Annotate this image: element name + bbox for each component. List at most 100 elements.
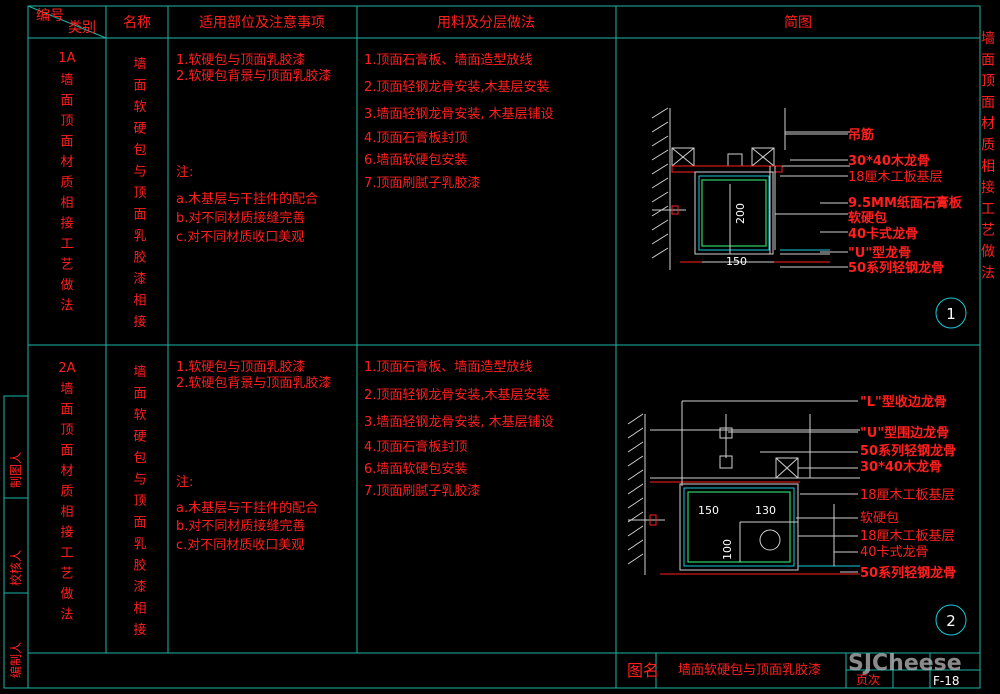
row1-note-2: b.对不同材质接缝完善 — [176, 210, 305, 226]
row1-name-char: 面 — [133, 79, 146, 94]
side-title-char: 法 — [981, 265, 995, 281]
row2-category-char: 质 — [60, 485, 73, 500]
row1-category-char: 顶 — [60, 114, 73, 129]
row2-scope-1: 1.软硬包与顶面乳胶漆 — [176, 359, 305, 375]
row2-category-char: 面 — [60, 444, 73, 459]
row2-category-char: 顶 — [60, 423, 73, 438]
row1-step-6: 6.墙面软硬包安装 — [364, 153, 467, 168]
row2-name-char: 硬 — [133, 430, 146, 445]
row1-note-1: a.木基层与干挂件的配合 — [176, 191, 318, 207]
header-code-label: 编号 — [36, 8, 64, 24]
row2-category-char: 接 — [60, 525, 73, 541]
row1-step-1: 1.顶面石膏板、墙面造型放线 — [364, 52, 532, 68]
row2-label-9: 50系列轻钢龙骨 — [860, 565, 956, 581]
row1-label-3: 18厘木工板基层 — [848, 170, 943, 185]
row2-category-char: 艺 — [60, 567, 73, 582]
row1-name-char: 漆 — [133, 271, 146, 287]
row1-category-char: 接 — [60, 216, 73, 232]
row1-name-char: 与 — [133, 165, 146, 180]
row2-name-char: 相 — [133, 602, 146, 617]
row2-label-8: 40卡式龙骨 — [860, 545, 929, 560]
side-title-char: 材 — [981, 116, 995, 132]
row1-note-3: c.对不同材质收口美观 — [176, 230, 304, 245]
row2-label-5: 18厘木工板基层 — [860, 488, 955, 503]
row1-label-7: "U"型龙骨 — [848, 245, 911, 261]
header-scope-label: 适用部位及注意事项 — [199, 14, 325, 31]
row2-category-char: 工 — [60, 546, 73, 561]
header-sketch-label: 简图 — [784, 14, 812, 31]
side-title-char: 面 — [981, 52, 995, 68]
row1-category-char: 材 — [60, 155, 73, 170]
side-title-char: 做 — [981, 244, 995, 260]
row1-dim-150: 150 — [726, 255, 747, 268]
row2-label-2: "U"型围边龙骨 — [860, 425, 949, 441]
row1-category-char: 做 — [60, 278, 73, 293]
sign-label: 校核人 — [8, 550, 23, 586]
row2-name-char: 面 — [133, 516, 146, 531]
side-title-char: 墙 — [981, 31, 995, 47]
row1-name-char: 墙 — [133, 57, 146, 72]
row1-label-6: 40卡式龙骨 — [848, 226, 918, 242]
row1-name-char: 包 — [133, 143, 146, 158]
header-materials-label: 用料及分层做法 — [437, 15, 535, 31]
row2-figure-number: 2 — [946, 612, 956, 630]
row2-step-2: 2.顶面轻钢龙骨安装,木基层安装 — [364, 388, 550, 403]
table-grid — [3, 5, 981, 689]
row1-name-char: 相 — [133, 294, 146, 309]
side-title-char: 顶 — [981, 74, 995, 90]
row2-note-title: 注: — [176, 475, 193, 490]
row1-label-4: 9.5MM纸面石膏板 — [848, 195, 963, 211]
row2-name-char: 面 — [133, 387, 146, 402]
row1-scope-2: 2.软硬包背景与顶面乳胶漆 — [176, 68, 331, 84]
drawing-name: 墙面软硬包与顶面乳胶漆 — [678, 662, 821, 678]
row2-section-drawing: 150 130 100 "L"型收边龙骨 "U"型围边龙骨 50系列轻钢龙骨 3… — [627, 394, 956, 581]
row2-category-char: 墙 — [60, 382, 73, 397]
row2-name-char: 与 — [133, 473, 146, 488]
row1-step-2: 2.顶面轻钢龙骨安装,木基层安装 — [364, 80, 550, 95]
row2-label-3: 50系列轻钢龙骨 — [860, 443, 956, 459]
row1-dim-200: 200 — [734, 203, 747, 224]
row2-category-char: 做 — [60, 587, 73, 602]
row1-step-3: 3.墙面轻钢龙骨安装, 木基层铺设 — [364, 107, 554, 122]
row2-step-6: 6.墙面软硬包安装 — [364, 462, 467, 477]
row1-code: 1A — [58, 51, 75, 66]
row2-label-1: "L"型收边龙骨 — [860, 394, 947, 410]
row1-name-char: 硬 — [133, 122, 146, 137]
row1-name-char: 顶 — [133, 186, 146, 201]
page-label: 页次 — [856, 673, 880, 687]
row2-dim-130: 130 — [755, 504, 776, 517]
row1-name-char: 软 — [133, 100, 146, 115]
row2-category-char: 面 — [60, 403, 73, 418]
row2-step-7: 7.顶面刷腻子乳胶漆 — [364, 483, 480, 499]
row1-category-char: 艺 — [60, 258, 73, 273]
side-title-char: 接 — [981, 179, 995, 196]
row2-name-char: 漆 — [133, 579, 146, 595]
side-title-char: 质 — [981, 138, 995, 154]
row1-category-char: 面 — [60, 94, 73, 109]
sign-label: 编制人 — [8, 642, 23, 678]
row1-category-char: 质 — [60, 176, 73, 191]
row2-name-char: 乳 — [133, 537, 146, 552]
row2-note-1: a.木基层与干挂件的配合 — [176, 500, 318, 516]
row1-name-char: 接 — [133, 314, 146, 330]
row2-figure-circle — [935, 604, 967, 636]
row2-code: 2A — [58, 361, 75, 376]
header-name-label: 名称 — [123, 15, 151, 31]
row2-name-char: 顶 — [133, 494, 146, 509]
sign-label: 制图人 — [9, 452, 23, 488]
row2-category-char: 法 — [60, 608, 73, 623]
row1-figure-circle — [935, 297, 967, 329]
row2-name-char: 包 — [133, 451, 146, 466]
page-number: F-18 — [933, 674, 960, 688]
row1-figure-number: 1 — [946, 305, 956, 323]
side-title-char: 面 — [981, 95, 995, 111]
row2-label-6: 软硬包 — [860, 511, 899, 526]
row2-category-char: 相 — [60, 505, 73, 520]
